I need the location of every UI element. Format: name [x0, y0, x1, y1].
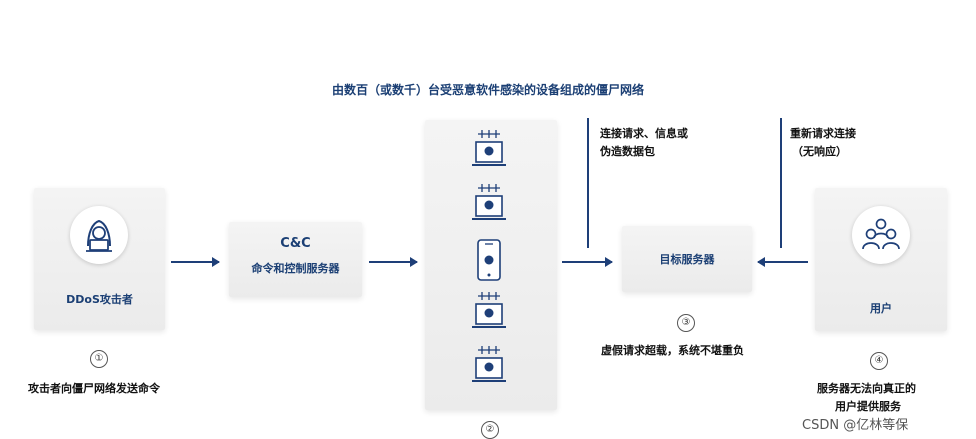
target-server-card: 目标服务器 — [622, 226, 752, 292]
infected-laptop-icon — [472, 184, 506, 220]
requests-text-line1: 连接请求、信息或 — [600, 127, 688, 140]
infected-laptop-icon — [472, 130, 506, 166]
arrow-botnet-to-target — [562, 257, 613, 267]
infected-laptop-icon — [472, 346, 506, 382]
cnc-subtitle: 命令和控制服务器 — [251, 262, 340, 275]
retry-indicator-line — [780, 118, 782, 248]
attacker-icon-circle — [70, 206, 128, 264]
diagram-title: 由数百（或数千）台受恶意软件感染的设备组成的僵尸网络 — [331, 83, 644, 97]
user-card: 用户 — [815, 188, 947, 331]
target-label: 目标服务器 — [659, 253, 715, 266]
step-1-badge: ① — [90, 350, 108, 368]
target-caption: 虚假请求超载，系统不堪重负 — [601, 344, 744, 357]
attacker-label: DDoS攻击者 — [66, 293, 133, 306]
users-group-icon — [862, 218, 900, 250]
requests-indicator-line — [587, 118, 589, 248]
retry-text-line1: 重新请求连接 — [790, 127, 856, 140]
arrow-attacker-to-cnc — [171, 257, 220, 267]
cnc-title: C&C — [280, 236, 311, 251]
cnc-server-card: C&C 命令和控制服务器 — [229, 222, 362, 297]
attacker-card: DDoS攻击者 — [34, 188, 165, 330]
attacker-caption: 攻击者向僵尸网络发送命令 — [28, 382, 160, 395]
infected-phone-icon — [477, 239, 501, 281]
infected-laptop-icon — [472, 292, 506, 328]
arrow-cnc-to-botnet — [369, 257, 418, 267]
step-4-badge: ④ — [870, 352, 888, 370]
arrow-user-to-target — [757, 257, 808, 267]
user-icon-circle — [852, 206, 910, 264]
requests-text-line2: 伪造数据包 — [600, 145, 655, 158]
user-caption-line2: 用户提供服务 — [835, 400, 901, 413]
retry-text-line2: （无响应） — [792, 145, 847, 158]
step-2-badge: ② — [481, 421, 499, 439]
user-caption-line1: 服务器无法向真正的 — [817, 382, 916, 395]
hooded-hacker-icon — [86, 219, 112, 252]
watermark: CSDN @亿林等保 — [802, 414, 909, 433]
step-3-badge: ③ — [677, 314, 695, 332]
user-label: 用户 — [870, 302, 892, 315]
